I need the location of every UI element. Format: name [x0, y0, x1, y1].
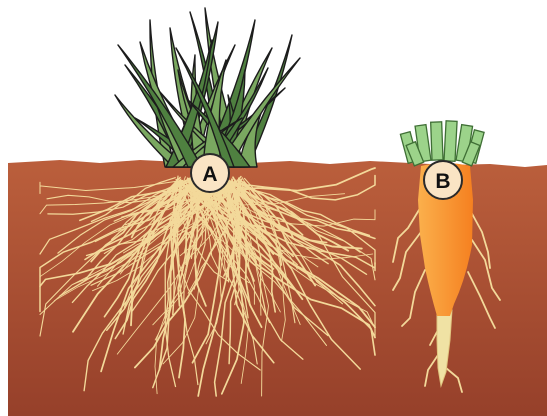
carrot-leaf: [444, 121, 457, 162]
carrot-leaf: [431, 122, 443, 160]
plant-marker-b: B: [424, 161, 462, 199]
plant-marker-a: A: [191, 154, 229, 192]
marker-b-label: B: [435, 170, 450, 193]
marker-a-label: A: [202, 163, 217, 186]
